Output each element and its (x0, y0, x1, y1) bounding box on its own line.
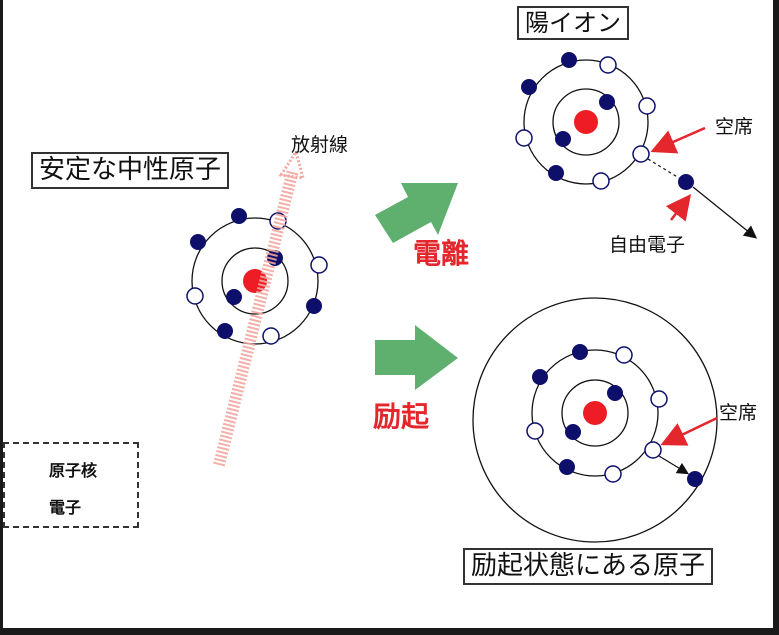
free-electron (678, 174, 694, 190)
electron (231, 208, 247, 224)
free-electron-arrow (692, 186, 758, 239)
electron (306, 298, 322, 314)
ionization-label: 電離 (413, 237, 470, 270)
stable-atom-label: 安定な中性原子 (31, 152, 230, 189)
orbit-inner (221, 247, 289, 315)
green-arrow-ionization (375, 183, 458, 243)
orbit-outer (531, 349, 659, 477)
electron-path-dashed (647, 158, 680, 179)
excited-atom-label: 励起状態にある原子 (463, 548, 714, 585)
excited-electron (687, 471, 703, 487)
electron (559, 459, 575, 475)
electron (599, 94, 615, 110)
legend-nucleus-label: 原子核 (49, 461, 98, 480)
nucleus (583, 401, 607, 425)
electron (226, 289, 242, 305)
electron (521, 79, 537, 95)
vacancy (604, 465, 622, 483)
pointer-vacancy-top (650, 126, 706, 154)
radiation-label: 放射線 (291, 134, 349, 156)
orbit-inner (561, 379, 629, 447)
legend-item-nucleus: 原子核 (49, 457, 97, 481)
nucleus (243, 269, 267, 293)
orbit-outer (523, 59, 649, 185)
vacancy (526, 422, 544, 440)
excited-boundary (472, 297, 718, 543)
diagram-graphics (23, 52, 758, 543)
vacancy (592, 172, 610, 190)
vacancy (262, 327, 280, 345)
nucleus (574, 110, 598, 134)
positive-ion-atom (515, 52, 656, 190)
electron (561, 52, 577, 68)
electron (572, 344, 588, 360)
vacancy (644, 441, 662, 459)
vacancy-label-top: 空席 (715, 116, 754, 138)
excited-atom (472, 297, 718, 543)
vacancy-label-bottom: 空席 (719, 402, 758, 424)
vacancy (632, 145, 650, 163)
legend: 原子核 電子 (3, 442, 139, 528)
legend-item-electron: 電子 (49, 494, 81, 518)
vacancy (638, 97, 656, 115)
green-arrow-excitation (375, 325, 458, 390)
electron (607, 385, 623, 401)
stable-atom (186, 208, 328, 345)
vacancy (310, 256, 328, 274)
electron (190, 234, 206, 250)
excitation-path (658, 455, 690, 475)
electron (532, 369, 548, 385)
electron (217, 323, 233, 339)
vacancy (515, 129, 533, 147)
free-electron-label: 自由電子 (609, 234, 686, 256)
diagram-canvas: 安定な中性原子 放射線 陽イオン 空席 自由電子 電離 励起 空席 励起状態にあ… (3, 0, 773, 628)
pointer-free-electron (665, 194, 692, 222)
excitation-label: 励起 (373, 400, 430, 433)
vacancy (599, 56, 617, 74)
vacancy (615, 346, 633, 364)
radiation-beam (213, 148, 306, 467)
electron (565, 424, 581, 440)
electron (548, 165, 564, 181)
orbit-inner (552, 88, 620, 156)
legend-electron-label: 電子 (49, 498, 82, 517)
vacancy (650, 390, 668, 408)
electron (555, 131, 571, 147)
positive-ion-label: 陽イオン (517, 6, 629, 41)
vacancy (186, 287, 204, 305)
pointer-vacancy-bottom (660, 416, 718, 446)
orbit-outer (191, 217, 319, 345)
